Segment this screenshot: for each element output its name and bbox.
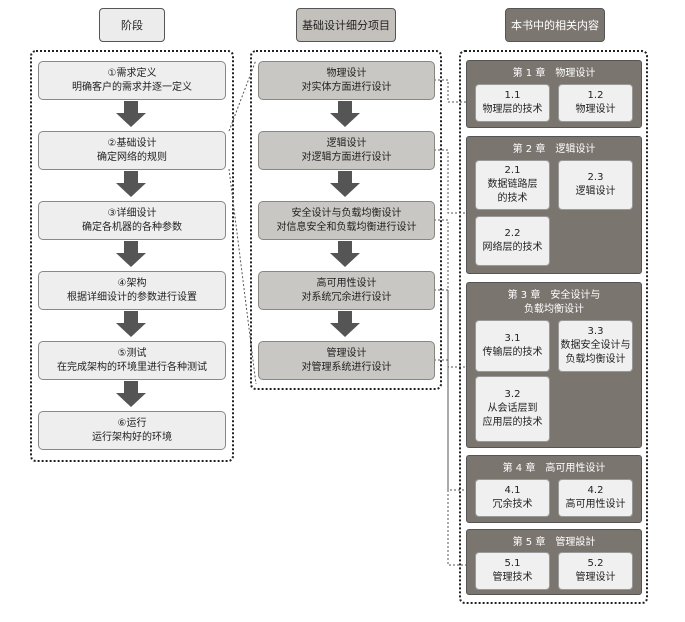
stages-frame (30, 50, 234, 462)
section-1-1: 1.1 物理层的技术 (475, 84, 550, 122)
section-2-2: 2.2 网络层的技术 (475, 216, 550, 266)
section-label-line2: 的技术 (497, 193, 528, 204)
section-2-3: 2.3 逻辑设计 (558, 160, 633, 210)
section-1-2: 1.2 物理设计 (558, 84, 633, 122)
stage-desc: 根据详细设计的参数进行设置 (67, 291, 197, 303)
down-arrow-icon (330, 311, 360, 337)
section-4-2: 4.2 高可用性设计 (558, 479, 633, 517)
chapter-1: 第 1 章 物理设计 1.1 物理层的技术 1.2 物理设计 (466, 60, 642, 128)
section-2-1: 2.1 数据链路层 的技术 (475, 160, 550, 210)
header-stages: 阶段 (99, 8, 165, 42)
chapter-title-line1: 第 3 章 安全设计与 (507, 290, 601, 301)
stage-title: ①需求定义 (107, 67, 157, 79)
down-arrow-icon (116, 171, 146, 197)
chapter-4: 第 4 章 高可用性设计 4.1 冗余技术 4.2 高可用性设计 (466, 455, 642, 523)
chapter-3: 第 3 章 安全设计与 负载均衡设计 3.1 传输层的技术 3.3 数据安全设计… (466, 282, 642, 448)
section-4-1: 4.1 冗余技术 (475, 479, 550, 517)
section-5-1: 5.1 管理技术 (475, 552, 550, 590)
down-arrow-icon (116, 101, 146, 127)
design-item-title: 高可用性设计 (316, 277, 377, 289)
section-label: 从会话层到 (487, 403, 538, 414)
stage-title: ④架构 (117, 277, 147, 289)
section-number: 5.1 (504, 558, 521, 569)
section-number: 1.1 (504, 90, 521, 101)
design-item-security: 安全设计与负载均衡设计 对信息安全和负载均衡进行设计 (258, 201, 435, 240)
stage-build: ④架构 根据详细设计的参数进行设置 (38, 271, 226, 310)
design-item-management: 管理设计 对管理系统进行设计 (258, 341, 435, 380)
design-item-desc: 对逻辑方面进行设计 (301, 151, 392, 163)
design-item-availability: 高可用性设计 对系统冗余进行设计 (258, 271, 435, 310)
stage-title: ②基础设计 (107, 137, 157, 149)
design-item-desc: 对实体方面进行设计 (301, 81, 392, 93)
down-arrow-icon (116, 241, 146, 267)
stage-testing: ⑤测试 在完成架构的环境里进行各种测试 (38, 341, 226, 380)
section-number: 4.2 (587, 485, 604, 496)
chapter-title-line2: 负载均衡设计 (524, 304, 584, 315)
section-3-3: 3.3 数据安全设计与 负载均衡设计 (558, 320, 633, 372)
section-label: 高可用性设计 (565, 499, 626, 510)
section-label: 网络层的技术 (482, 242, 543, 253)
section-3-1: 3.1 传输层的技术 (475, 320, 550, 372)
section-label: 物理层的技术 (482, 104, 543, 115)
design-item-desc: 对系统冗余进行设计 (301, 291, 392, 303)
section-label: 管理设计 (575, 572, 616, 583)
stage-desc: 运行架构好的环境 (92, 431, 172, 443)
down-arrow-icon (330, 241, 360, 267)
design-item-physical: 物理设计 对实体方面进行设计 (258, 61, 435, 100)
section-label: 数据链路层 (487, 179, 538, 190)
section-number: 3.1 (504, 333, 521, 344)
stage-title: ③详细设计 (107, 207, 157, 219)
stage-desc: 在完成架构的环境里进行各种测试 (57, 361, 207, 373)
section-label: 传输层的技术 (482, 347, 543, 358)
stage-desc: 明确客户的需求并逐一定义 (72, 81, 192, 93)
down-arrow-icon (330, 101, 360, 127)
section-number: 4.1 (504, 485, 521, 496)
chapter-title: 第 1 章 物理设计 (512, 68, 596, 79)
section-number: 3.3 (587, 326, 604, 337)
section-number: 2.2 (504, 228, 521, 239)
design-item-logical: 逻辑设计 对逻辑方面进行设计 (258, 131, 435, 170)
chapter-5: 第 5 章 管理設計 5.1 管理技术 5.2 管理设计 (466, 529, 642, 595)
section-label-line2: 应用层的技术 (482, 417, 543, 428)
section-5-2: 5.2 管理设计 (558, 552, 633, 590)
down-arrow-icon (116, 311, 146, 337)
chapter-title: 第 2 章 逻辑设计 (512, 144, 596, 155)
design-item-title: 安全设计与负载均衡设计 (291, 207, 402, 219)
chapter-title: 第 3 章 安全设计与 负载均衡设计 (467, 289, 641, 317)
design-item-desc: 对管理系统进行设计 (301, 361, 392, 373)
section-label: 物理设计 (575, 104, 616, 115)
design-item-title: 物理设计 (326, 67, 367, 79)
section-number: 2.3 (587, 172, 604, 183)
stage-desc: 确定网络的规则 (97, 151, 167, 163)
section-number: 3.2 (504, 389, 521, 400)
stage-title: ⑥运行 (117, 417, 147, 429)
chapter-title: 第 4 章 高可用性设计 (502, 463, 606, 474)
section-3-2: 3.2 从会话层到 应用层的技术 (475, 376, 550, 442)
section-number: 1.2 (587, 90, 604, 101)
stage-requirements: ①需求定义 明确客户的需求并逐一定义 (38, 61, 226, 100)
down-arrow-icon (330, 171, 360, 197)
section-label: 冗余技术 (492, 499, 533, 510)
stage-basic-design: ②基础设计 确定网络的规则 (38, 131, 226, 170)
section-label: 数据安全设计与 (560, 340, 631, 351)
chapter-title: 第 5 章 管理設計 (512, 537, 596, 548)
chapter-2: 第 2 章 逻辑设计 2.1 数据链路层 的技术 2.3 逻辑设计 2.2 网络… (466, 136, 642, 274)
design-item-title: 管理设计 (326, 347, 367, 359)
section-label-line2: 负载均衡设计 (565, 354, 626, 365)
design-item-desc: 对信息安全和负载均衡进行设计 (276, 221, 417, 233)
header-design-items: 基础设计细分项目 (296, 8, 396, 42)
design-item-title: 逻辑设计 (326, 137, 367, 149)
section-label: 逻辑设计 (575, 186, 616, 197)
stage-detailed-design: ③详细设计 确定各机器的各种参数 (38, 201, 226, 240)
section-number: 5.2 (587, 558, 604, 569)
header-book-contents: 本书中的相关内容 (505, 8, 605, 42)
book-contents-frame (459, 50, 648, 604)
down-arrow-icon (116, 381, 146, 407)
design-items-frame (250, 50, 442, 390)
section-label: 管理技术 (492, 572, 533, 583)
stage-desc: 确定各机器的各种参数 (82, 221, 182, 233)
section-number: 2.1 (504, 165, 521, 176)
stage-operation: ⑥运行 运行架构好的环境 (38, 411, 226, 450)
stage-title: ⑤测试 (117, 347, 147, 359)
